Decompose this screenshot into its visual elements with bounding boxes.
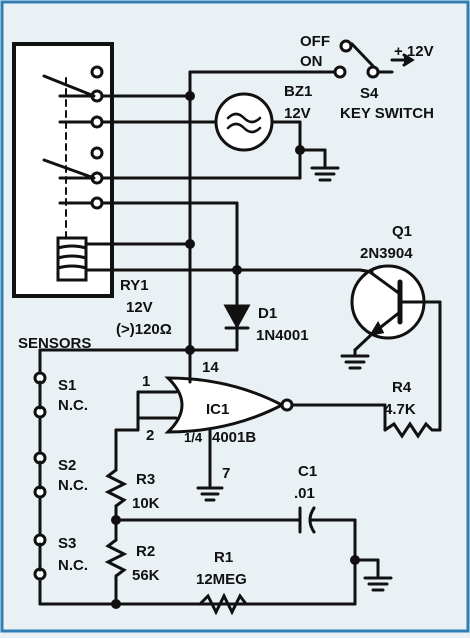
r1-value-label: 12MEG bbox=[196, 571, 247, 588]
ic-pin1-label: 1 bbox=[142, 373, 150, 390]
switch-ref-label: S4 bbox=[360, 85, 379, 102]
ic-part-label: 4001B bbox=[212, 429, 256, 446]
buzzer-symbol bbox=[214, 92, 274, 152]
transistor-part-label: 2N3904 bbox=[360, 245, 413, 262]
r1-ref-label: R1 bbox=[214, 549, 233, 566]
c1-ref-label: C1 bbox=[298, 463, 317, 480]
r4-value-label: 4.7K bbox=[384, 401, 416, 418]
sensor-s1-type: N.C. bbox=[58, 397, 88, 414]
ic-fraction-label: 1/4 bbox=[184, 430, 203, 445]
sensor-s3-type: N.C. bbox=[58, 557, 88, 574]
switch-on-label: ON bbox=[300, 53, 323, 70]
buzzer-value-label: 12V bbox=[284, 105, 311, 122]
ic-pin7-label: 7 bbox=[222, 465, 230, 482]
buzzer-ref-label: BZ1 bbox=[284, 83, 312, 100]
r2-value-label: 56K bbox=[132, 567, 160, 584]
sensor-s2-type: N.C. bbox=[58, 477, 88, 494]
ic-pin2-label: 2 bbox=[146, 427, 154, 444]
relay-ref-label: RY1 bbox=[120, 277, 149, 294]
ic-pin14-label: 14 bbox=[202, 359, 219, 376]
r3-symbol bbox=[104, 468, 128, 508]
sensors-title: SENSORS bbox=[18, 335, 91, 352]
r2-symbol bbox=[104, 538, 128, 578]
diode-symbol bbox=[223, 304, 251, 330]
ic-ref-label: IC1 bbox=[206, 401, 229, 418]
switch-off-label: OFF bbox=[300, 33, 330, 50]
r3-ref-label: R3 bbox=[136, 471, 155, 488]
supply-voltage-label: + 12V bbox=[394, 43, 434, 60]
r2-ref-label: R2 bbox=[136, 543, 155, 560]
relay-coil bbox=[56, 236, 88, 282]
relay-arm-1 bbox=[42, 74, 96, 98]
diode-part-label: 1N4001 bbox=[256, 327, 309, 344]
sensor-s1-label: S1 bbox=[58, 377, 76, 394]
r1-symbol bbox=[198, 592, 248, 616]
sensor-s3-label: S3 bbox=[58, 535, 76, 552]
diode-ref-label: D1 bbox=[258, 305, 277, 322]
nor-gate-symbol bbox=[164, 376, 286, 434]
transistor-ref-label: Q1 bbox=[392, 223, 412, 240]
r3-value-label: 10K bbox=[132, 495, 160, 512]
relay-terminal-4 bbox=[90, 146, 104, 160]
relay-voltage-label: 12V bbox=[126, 299, 153, 316]
r4-symbol bbox=[383, 421, 442, 439]
c1-value-label: .01 bbox=[294, 485, 315, 502]
key-switch-arm bbox=[350, 42, 375, 68]
r4-ref-label: R4 bbox=[392, 379, 412, 396]
relay-arm-2 bbox=[42, 158, 96, 180]
relay-terminal-1 bbox=[90, 65, 104, 79]
sensor-s2-label: S2 bbox=[58, 457, 76, 474]
switch-name-label: KEY SWITCH bbox=[340, 105, 434, 122]
relay-resistance-label: (>)120Ω bbox=[116, 321, 172, 338]
